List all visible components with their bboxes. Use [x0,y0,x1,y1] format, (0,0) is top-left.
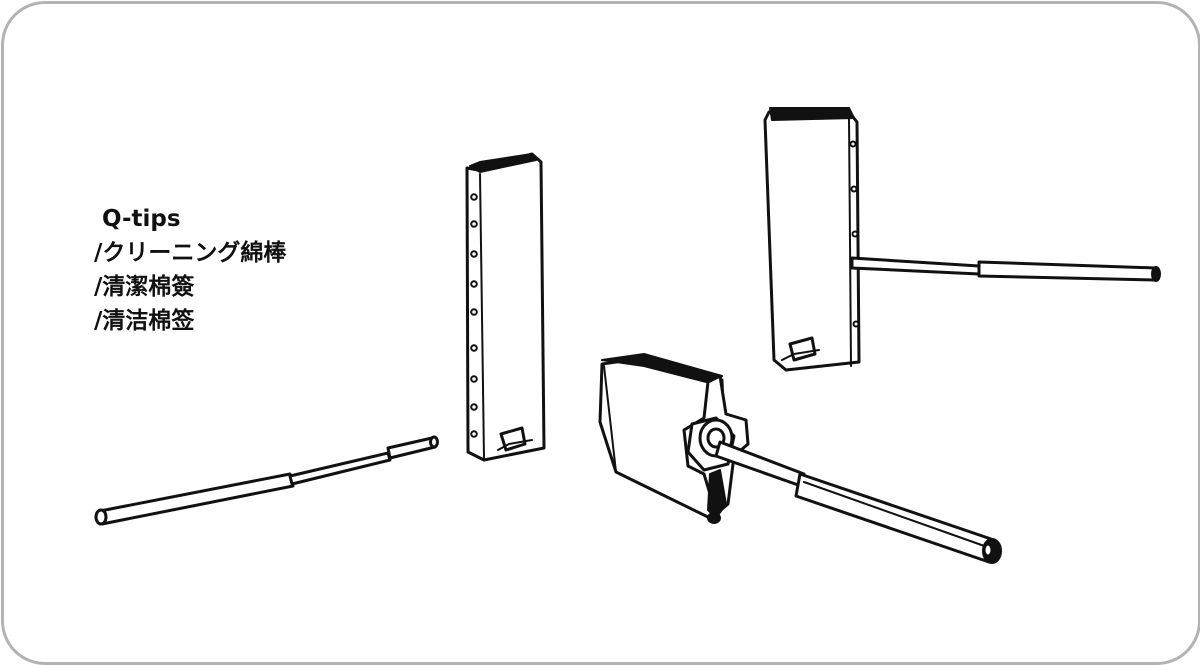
label-line-traditional-chinese: /清潔棉簽 [94,274,195,300]
label-line-japanese: /クリーニング綿棒 [94,240,287,266]
label-line-english: Q-tips [102,206,181,232]
assembly-illustration [94,107,1161,564]
label-line-simplified-chinese: /清洁棉签 [94,308,195,334]
tilted-holder-assembly [598,353,1002,564]
panel-holes [470,193,478,438]
standing-panel-with-stick [763,107,1161,372]
loose-swab-stick [94,435,439,526]
standing-panel-with-holes [465,152,546,462]
product-name-label: Q-tips /クリーニング綿棒 /清潔棉簽 /清洁棉签 [94,202,286,338]
